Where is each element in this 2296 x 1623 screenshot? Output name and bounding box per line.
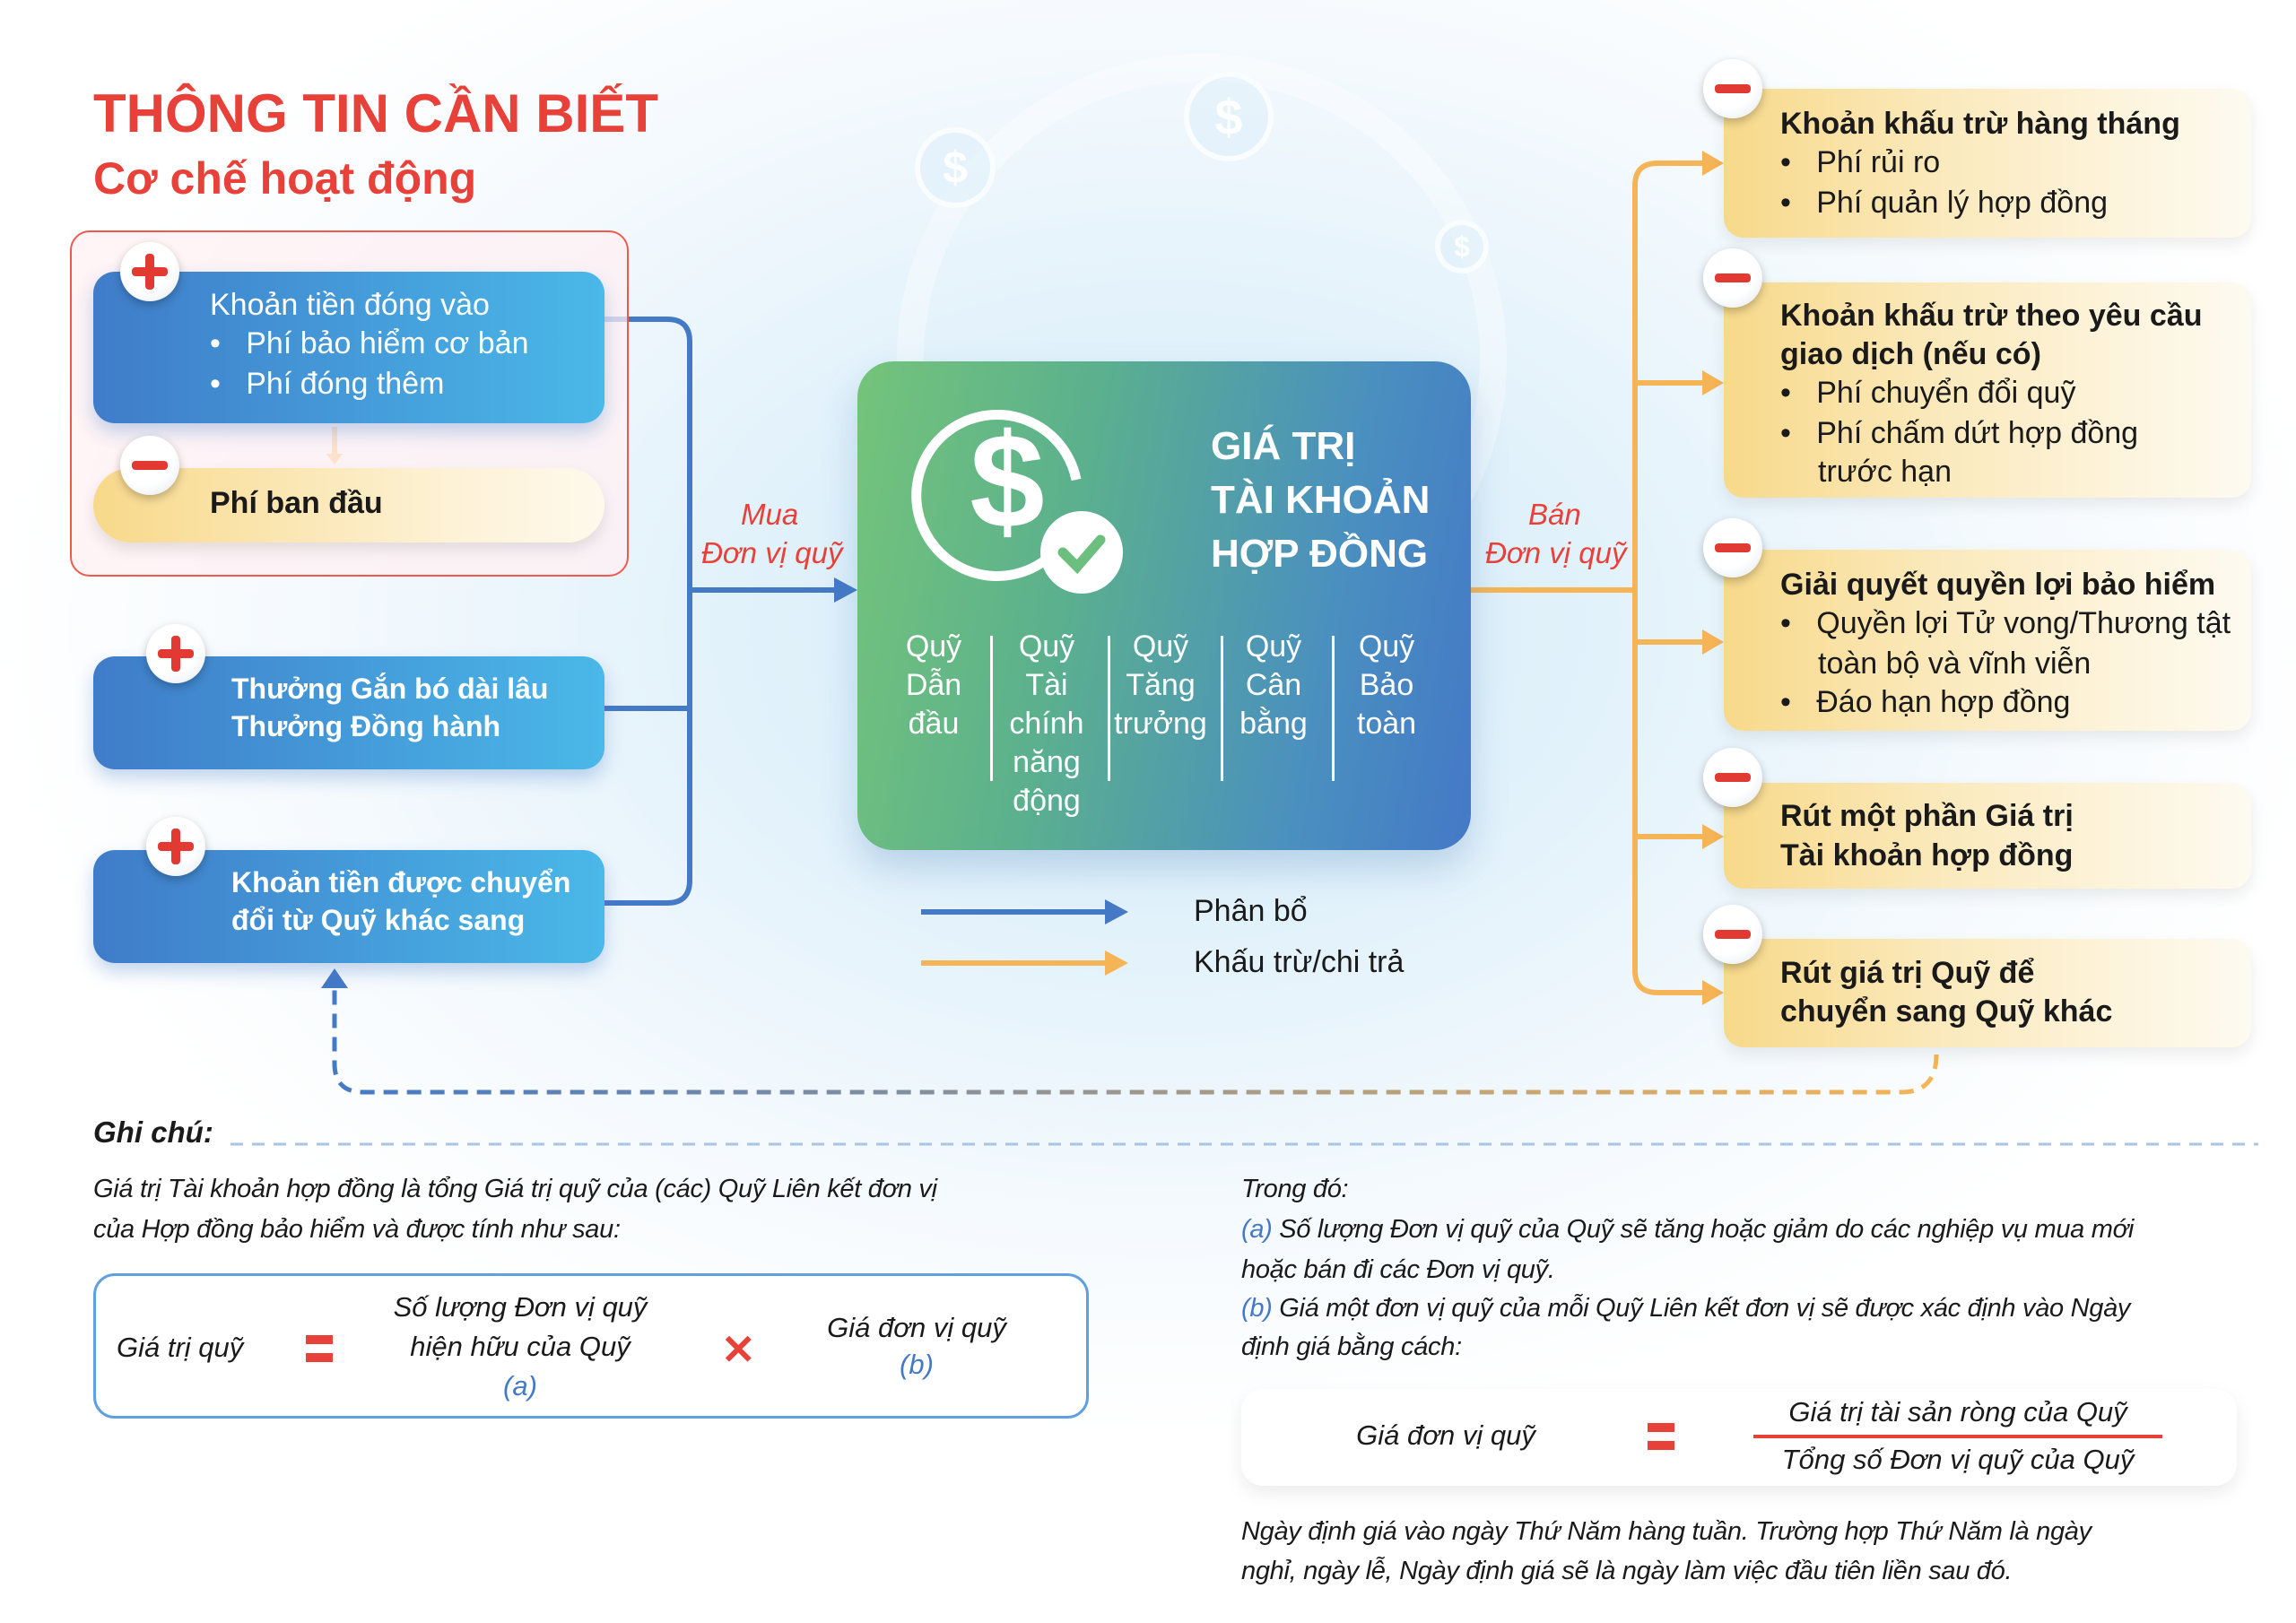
formula-lhs: Giá trị quỹ xyxy=(117,1332,244,1363)
formula-tag-a: (a) xyxy=(503,1370,537,1402)
outflow-fund-switch: Rút giá trị Quỹ để chuyển sang Quỹ khác xyxy=(1724,939,2251,1047)
fund-divider xyxy=(990,636,993,781)
multiply-icon: ✕ xyxy=(721,1326,756,1373)
sell-label-units: Đơn vị quỹ xyxy=(1485,536,1627,569)
outflow-monthly-deductions: Khoản khấu trừ hàng tháng • Phí rủi ro •… xyxy=(1724,89,2251,238)
dollar-coin-icon: $ xyxy=(1435,220,1489,273)
buy-label-units: Đơn vị quỹ xyxy=(701,536,843,569)
minus-icon xyxy=(120,436,179,495)
buy-label: Mua xyxy=(741,498,799,531)
legend-blue-arrow xyxy=(1105,899,1128,924)
buy-arrow-head xyxy=(834,577,857,603)
contract-account-value-card xyxy=(857,361,1471,850)
note-a: (a) Số lượng Đơn vị quỹ của Quỹ sẽ tăng … xyxy=(1241,1215,2134,1244)
equals-icon xyxy=(1648,1423,1674,1450)
formula2-denominator: Tổng số Đơn vị quỹ của Quỹ xyxy=(1781,1444,2135,1475)
formula-term-a: Số lượng Đơn vị quỹ xyxy=(393,1291,648,1323)
minus-icon xyxy=(1703,248,1762,308)
initial-fee-label: Phí ban đầu xyxy=(210,486,383,520)
fund-divider xyxy=(1221,636,1223,781)
notes-where: Trong đó: xyxy=(1241,1175,1349,1203)
plus-icon xyxy=(120,242,179,301)
minus-icon xyxy=(1703,518,1762,577)
minus-icon xyxy=(1703,59,1762,118)
fund-divider xyxy=(1108,636,1110,781)
dollar-coin-icon: $ xyxy=(1184,72,1274,161)
valuation-day-note: nghỉ, ngày lễ, Ngày định giá sẽ là ngày … xyxy=(1241,1557,2013,1585)
orange-connector xyxy=(1632,161,1702,995)
fund-value-formula xyxy=(93,1273,1089,1419)
plus-icon xyxy=(146,624,205,683)
formula-term-a: hiện hữu của Quỹ xyxy=(410,1331,631,1362)
minus-icon xyxy=(1703,748,1762,807)
bonus-label: Thưởng Gắn bó dài lâu xyxy=(231,673,549,705)
contributions-item: • Phí đóng thêm xyxy=(210,367,445,401)
notes-paragraph: Giá trị Tài khoản hợp đồng là tổng Giá t… xyxy=(93,1175,937,1203)
dollar-coin-icon: $ xyxy=(915,127,996,208)
bonus-label: Thưởng Đồng hành xyxy=(231,710,501,742)
blue-connector xyxy=(604,317,692,906)
notes-heading: Ghi chú: xyxy=(93,1115,213,1149)
plus-icon xyxy=(146,817,205,876)
fund-divider xyxy=(1332,636,1335,781)
formula-term-b: Giá đơn vị quỹ xyxy=(827,1312,1006,1343)
page-subtitle: Cơ chế hoạt động xyxy=(93,153,477,204)
contributions-box: Khoản tiền đóng vào • Phí bảo hiểm cơ bả… xyxy=(93,272,604,423)
note-a-cont: hoặc bán đi các Đơn vị quỹ. xyxy=(1241,1255,1555,1284)
dollar-check-icon: $ xyxy=(911,405,1123,594)
page-title: THÔNG TIN CẦN BIẾT xyxy=(93,83,658,143)
legend-orange-arrow xyxy=(1105,950,1128,976)
legend-deduction: Khấu trừ/chi trả xyxy=(1194,945,1405,979)
transfer-label: Khoản tiền được chuyển xyxy=(231,866,571,898)
valuation-day-note: Ngày định giá vào ngày Thứ Năm hàng tuần… xyxy=(1241,1517,2092,1546)
equals-icon xyxy=(306,1335,333,1362)
formula2-lhs: Giá đơn vị quỹ xyxy=(1356,1419,1535,1451)
return-dashed-path xyxy=(332,986,1939,1095)
outflow-partial-withdrawal: Rút một phần Giá trị Tài khoản hợp đồng xyxy=(1724,783,2251,889)
outflow-transaction-deductions: Khoản khấu trừ theo yêu cầu giao dịch (n… xyxy=(1724,282,2251,498)
transfer-in-box: Khoản tiền được chuyển đổi từ Quỹ khác s… xyxy=(93,850,604,963)
note-b: (b) Giá một đơn vị quỹ của mỗi Quỹ Liên … xyxy=(1241,1294,2131,1323)
legend-allocation: Phân bổ xyxy=(1194,894,1308,928)
outflow-insurance-benefits: Giải quyết quyền lợi bảo hiểm • Quyền lợ… xyxy=(1724,550,2251,731)
contributions-item: • Phí bảo hiểm cơ bản xyxy=(210,326,529,360)
formula2-numerator: Giá trị tài sản ròng của Quỹ xyxy=(1788,1396,2127,1428)
sell-label: Bán xyxy=(1528,498,1581,531)
minus-icon xyxy=(1703,905,1762,964)
initial-fee-box: Phí ban đầu xyxy=(93,468,604,542)
notes-paragraph: của Hợp đồng bảo hiểm và được tính như s… xyxy=(93,1215,621,1244)
transfer-label: đổi từ Quỹ khác sang xyxy=(231,904,526,936)
contributions-title: Khoản tiền đóng vào xyxy=(210,288,490,322)
svg-text:$: $ xyxy=(970,405,1044,556)
note-b-cont: định giá bằng cách: xyxy=(1241,1332,1462,1361)
return-arrow-head xyxy=(321,968,348,988)
formula-tag-b: (b) xyxy=(900,1349,934,1380)
fraction-bar xyxy=(1753,1435,2162,1438)
